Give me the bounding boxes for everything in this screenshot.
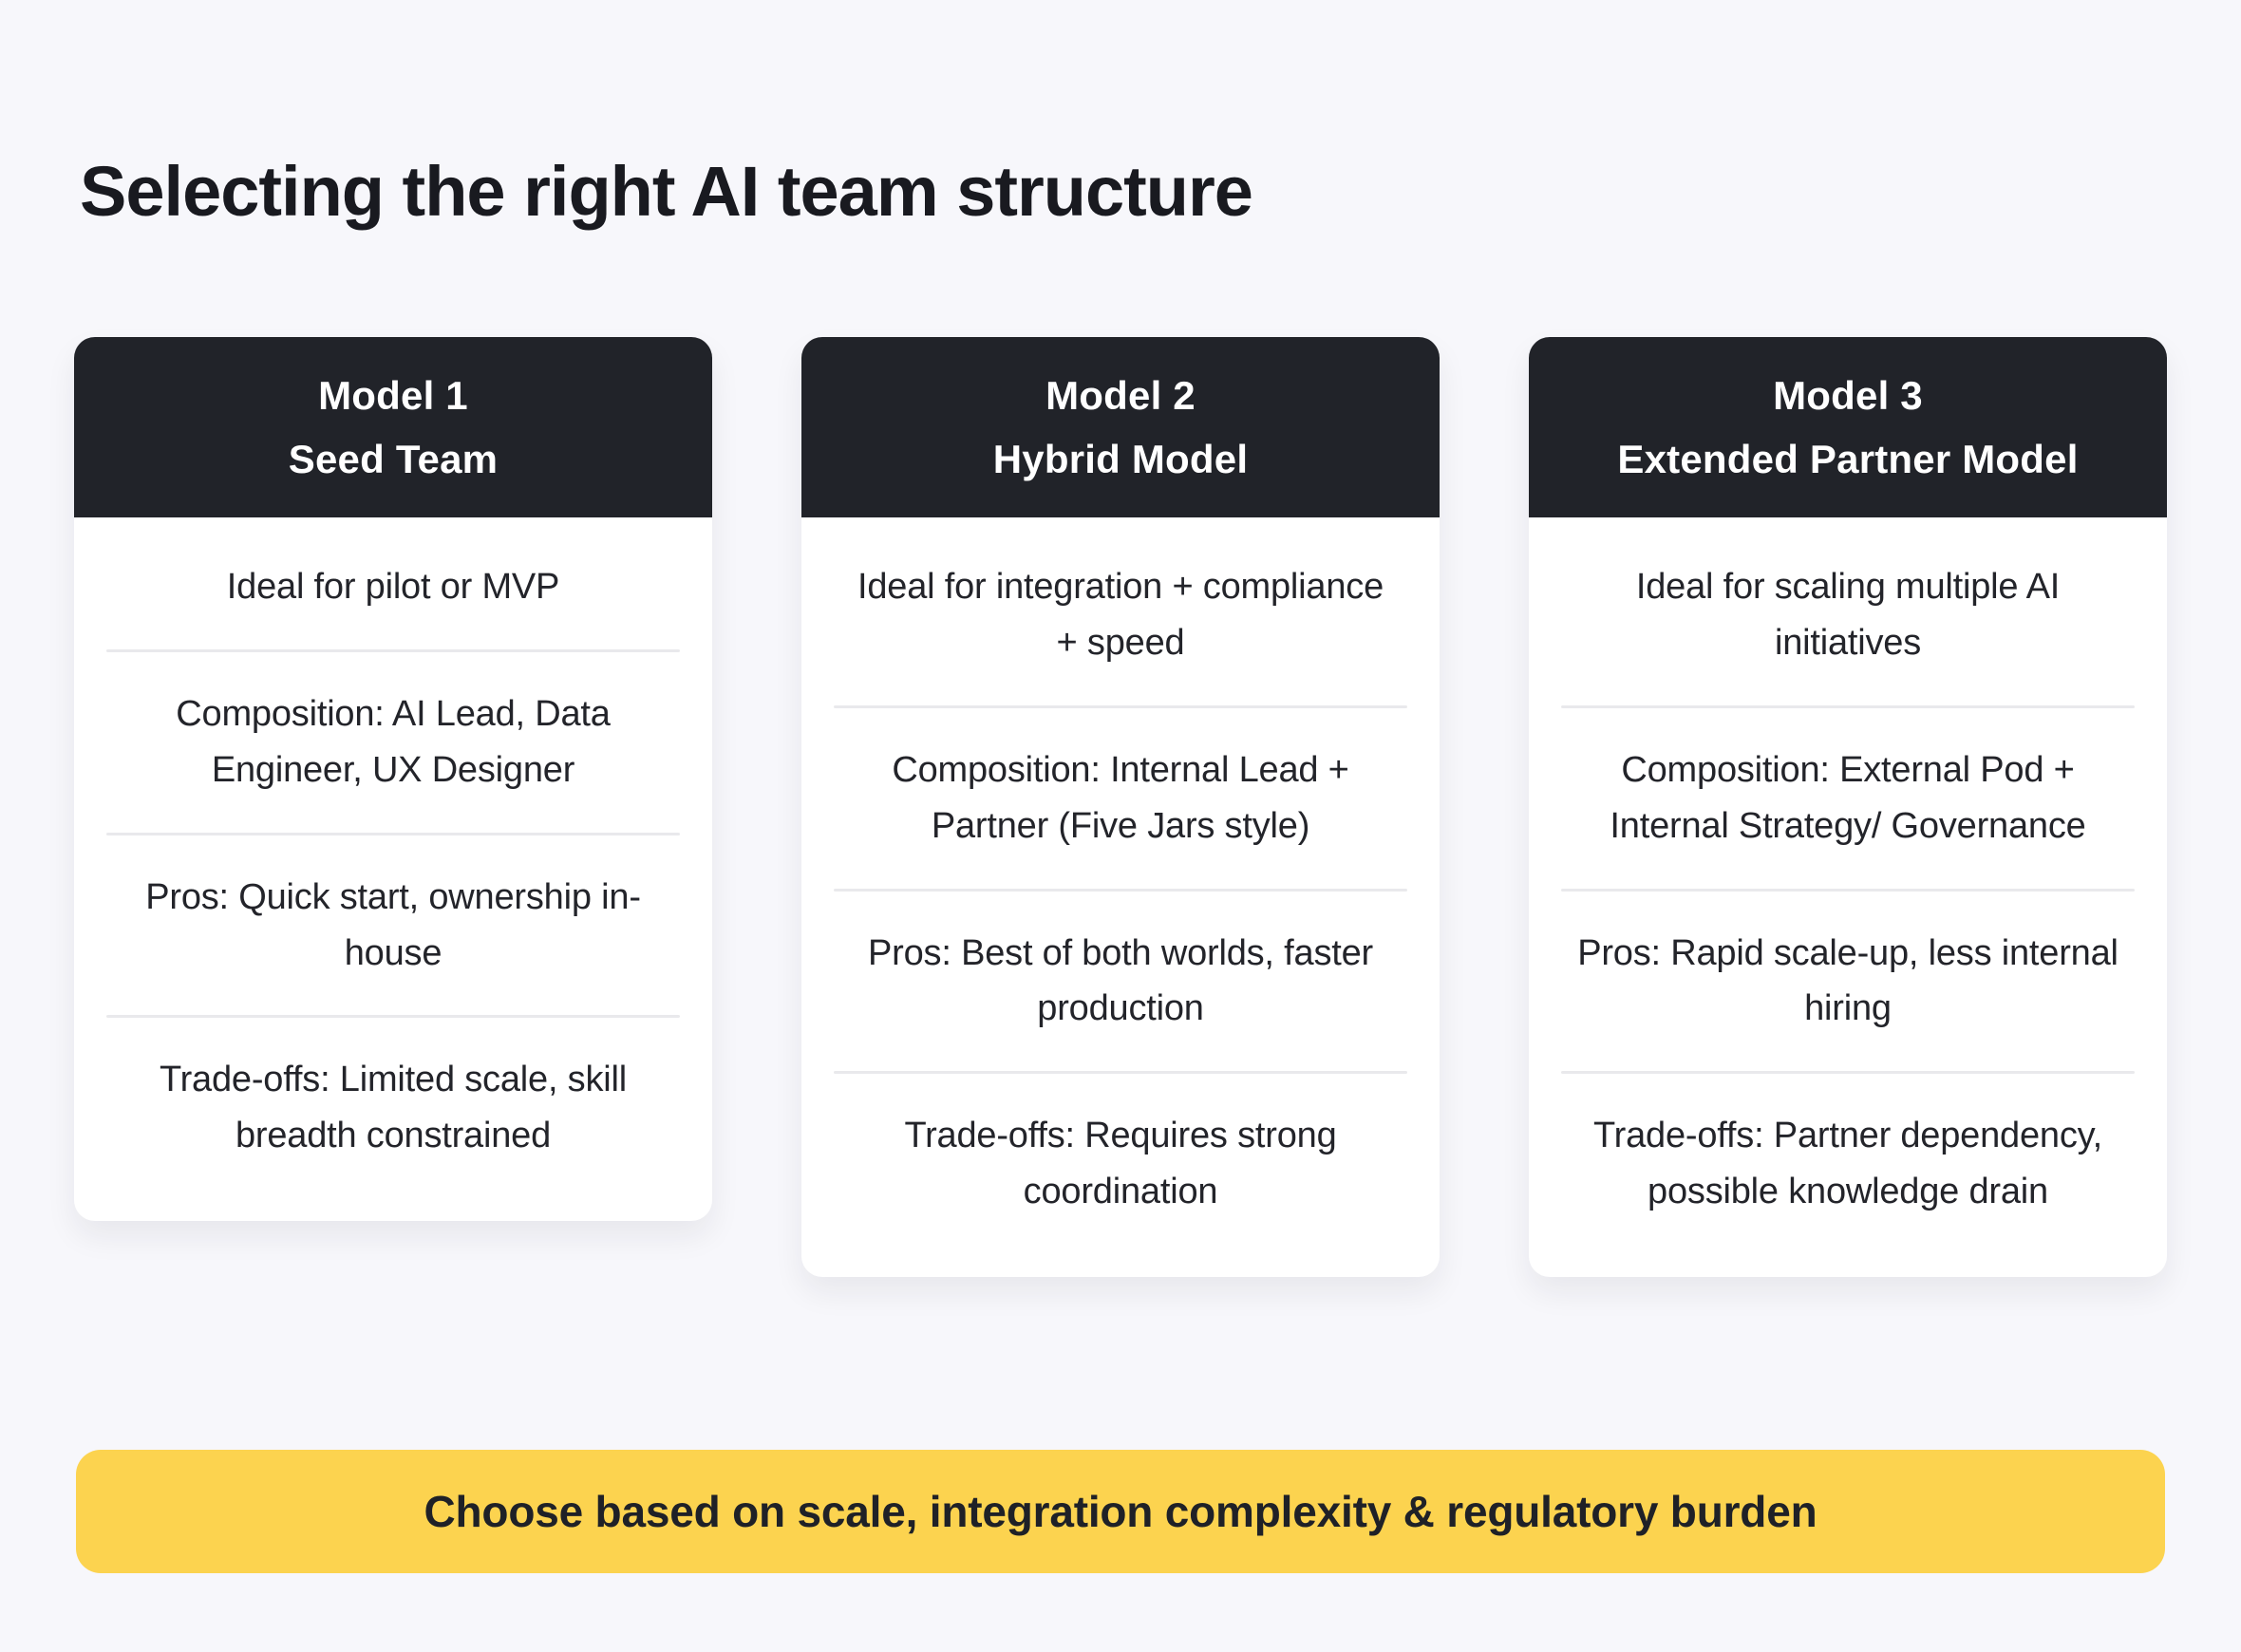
card-row-pros: Pros: Best of both worlds, faster produc…: [868, 932, 1373, 1029]
divider: [1561, 1071, 2135, 1075]
model-3-title: Model 3: [1773, 372, 1923, 418]
model-2-card-body: Ideal for integration + compliance + spe…: [801, 517, 1440, 1277]
model-cards: Model 1 Seed Team Ideal for pilot or MVP…: [74, 337, 2167, 1278]
card-row-pros: Pros: Quick start, ownership in-house: [145, 876, 641, 973]
model-2-title: Model 2: [1045, 372, 1196, 418]
model-1-card-header: Model 1 Seed Team: [74, 337, 712, 517]
card-row-tradeoffs: Trade-offs: Partner dependency, possible…: [1593, 1116, 2102, 1212]
card-row-composition: Composition: AI Lead, Data Engineer, UX …: [176, 693, 611, 790]
footer-banner-text: Choose based on scale, integration compl…: [424, 1487, 1817, 1536]
model-3-card-header: Model 3 Extended Partner Model: [1529, 337, 2167, 517]
model-3-subtitle: Extended Partner Model: [1617, 437, 2079, 481]
divider: [1561, 888, 2135, 892]
page-title: Selecting the right AI team structure: [80, 152, 1253, 231]
card-row-tradeoffs: Trade-offs: Limited scale, skill breadth…: [160, 1060, 627, 1156]
card-row-composition: Composition: External Pod + Internal Str…: [1610, 749, 2086, 846]
footer-banner: Choose based on scale, integration compl…: [76, 1450, 2165, 1573]
divider: [834, 704, 1407, 708]
model-1-card-body: Ideal for pilot or MVP Composition: AI L…: [74, 517, 712, 1221]
card-row-tradeoffs: Trade-offs: Requires strong coordination: [904, 1116, 1337, 1212]
model-2-subtitle: Hybrid Model: [992, 437, 1249, 481]
model-2-card: Model 2 Hybrid Model Ideal for integrati…: [801, 337, 1440, 1278]
card-row-ideal: Ideal for pilot or MVP: [226, 567, 560, 607]
card-row-pros: Pros: Rapid scale-up, less internal hiri…: [1577, 932, 2119, 1029]
model-1-card: Model 1 Seed Team Ideal for pilot or MVP…: [74, 337, 712, 1222]
divider: [1561, 704, 2135, 708]
divider: [106, 1015, 680, 1019]
model-1-title: Model 1: [318, 372, 468, 418]
card-row-composition: Composition: Internal Lead + Partner (Fi…: [892, 749, 1349, 846]
model-3-card: Model 3 Extended Partner Model Ideal for…: [1529, 337, 2167, 1278]
model-1-subtitle: Seed Team: [288, 437, 499, 481]
divider: [834, 888, 1407, 892]
model-3-card-body: Ideal for scaling multiple AI initiative…: [1529, 517, 2167, 1277]
model-2-card-header: Model 2 Hybrid Model: [801, 337, 1440, 517]
card-row-ideal: Ideal for scaling multiple AI initiative…: [1635, 567, 2061, 663]
divider: [834, 1071, 1407, 1075]
card-row-ideal: Ideal for integration + compliance + spe…: [857, 567, 1384, 663]
divider: [106, 648, 680, 652]
divider: [106, 832, 680, 835]
